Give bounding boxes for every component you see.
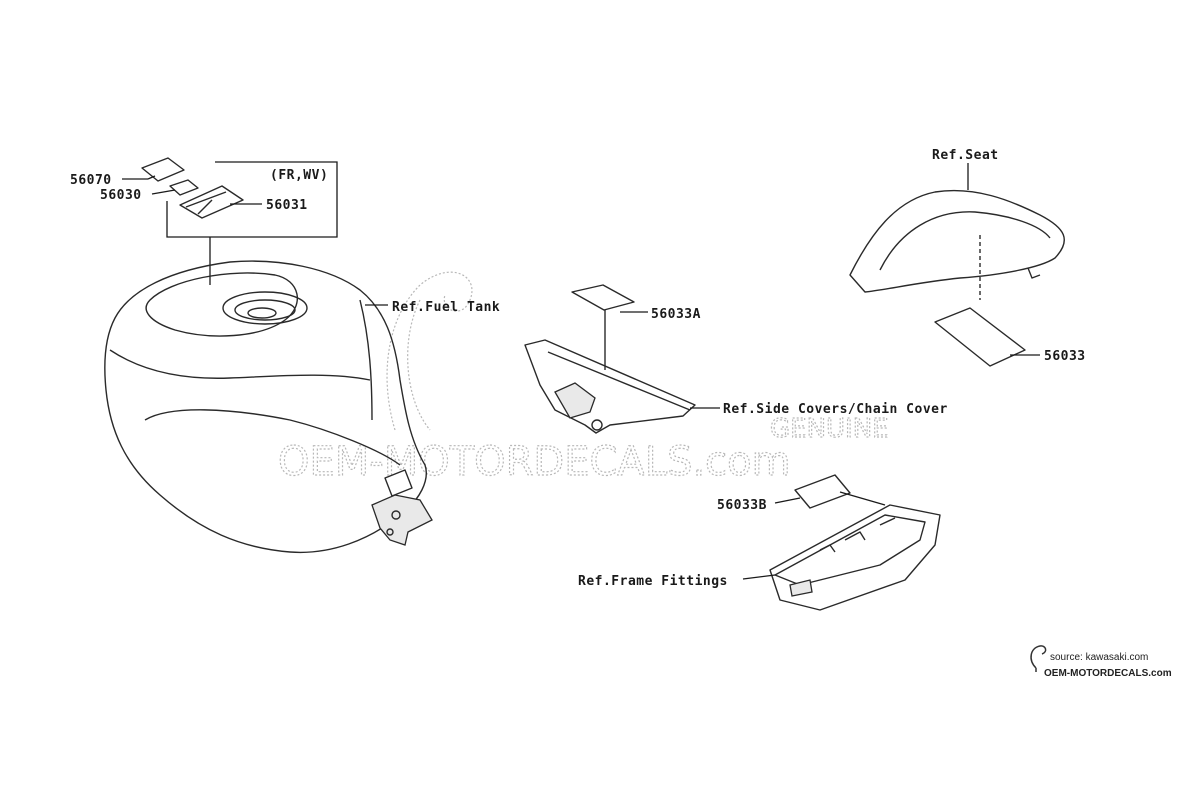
source-line-1: source: kawasaki.com [1050,652,1148,663]
label-ref-fuel-tank: Ref.Fuel Tank [392,300,500,315]
leader-56033B-right [839,491,886,506]
label-56031: 56031 [266,198,308,213]
source-credit: source: kawasaki.com OEM-MOTORDECALS.com [1030,645,1172,679]
decal-56031-shape [179,185,244,219]
watermark-logo-icon [386,271,473,431]
label-ref-frame-fittings: Ref.Frame Fittings [578,574,728,589]
seat-hook [1027,267,1041,279]
label-56030: 56030 [100,188,142,203]
decal-56031-divider [185,191,227,208]
fuel-tank-body [104,260,427,554]
decal-56030-shape [169,179,199,196]
chain-cover-cutout [554,382,596,419]
leader-frame-fittings [742,574,776,580]
decal-56031-divider-2 [197,199,213,215]
mount-tab [384,469,413,497]
chain-cover-body [524,339,696,434]
decal-56070-shape [141,157,185,182]
fuel-cap-inner [234,299,296,321]
watermark-main-text: OEM-MOTORDECALS.com [278,439,791,485]
fuel-tank-recess [145,272,298,337]
fuel-tank-contour-3 [359,299,373,421]
source-logo-icon [1030,645,1047,672]
fr-wv-bracket [166,161,338,238]
label-fr-wv: (FR,WV) [270,168,328,183]
label-56033: 56033 [1044,349,1086,364]
leader-56030 [151,189,176,195]
watermark-genuine-text: GENUINE [770,414,889,444]
decal-56033A-shape [571,284,635,311]
leader-56033B [774,497,801,504]
seat-body [849,189,1065,293]
fuel-tank-decal-group: 56070 56030 56031 (FR,WV) [70,157,338,285]
chain-cover-bolt [591,419,603,431]
fuel-tank-mount-bracket [371,494,433,546]
decal-56033-shape [934,307,1026,367]
frame-fitting-group: 56033B Ref.Frame Fittings [578,474,941,611]
label-56033B: 56033B [717,498,767,513]
label-ref-seat: Ref.Seat [932,148,999,163]
label-ref-side-covers: Ref.Side Covers/Chain Cover [723,402,948,417]
mount-hole-1 [391,510,401,520]
seat-contour [879,211,1051,271]
frame-tray-body [769,504,941,611]
fuel-tank-contour-1 [109,349,371,381]
label-56070: 56070 [70,173,112,188]
mount-hole-2 [386,528,394,536]
frame-tray-tab [789,579,813,597]
chain-cover-group: 56033A Ref.Side Covers/Chain Cover [524,284,948,434]
label-56033A: 56033A [651,307,701,322]
watermark: OEM-MOTORDECALS.com GENUINE [277,271,889,486]
fuel-tank-contour-2 [144,409,401,466]
seat-group: Ref.Seat 56033 [849,148,1086,367]
leader-56070-tip [147,175,156,180]
fuel-cap-center [247,307,277,319]
fuel-cap-outer [222,291,308,325]
source-line-2: OEM-MOTORDECALS.com [1044,668,1172,679]
frame-tray-inner [774,514,926,586]
fuel-tank: Ref.Fuel Tank [104,260,500,554]
decal-56033B-shape [794,474,851,509]
frame-tray-ribs [819,517,896,553]
chain-cover-edge [547,351,691,411]
